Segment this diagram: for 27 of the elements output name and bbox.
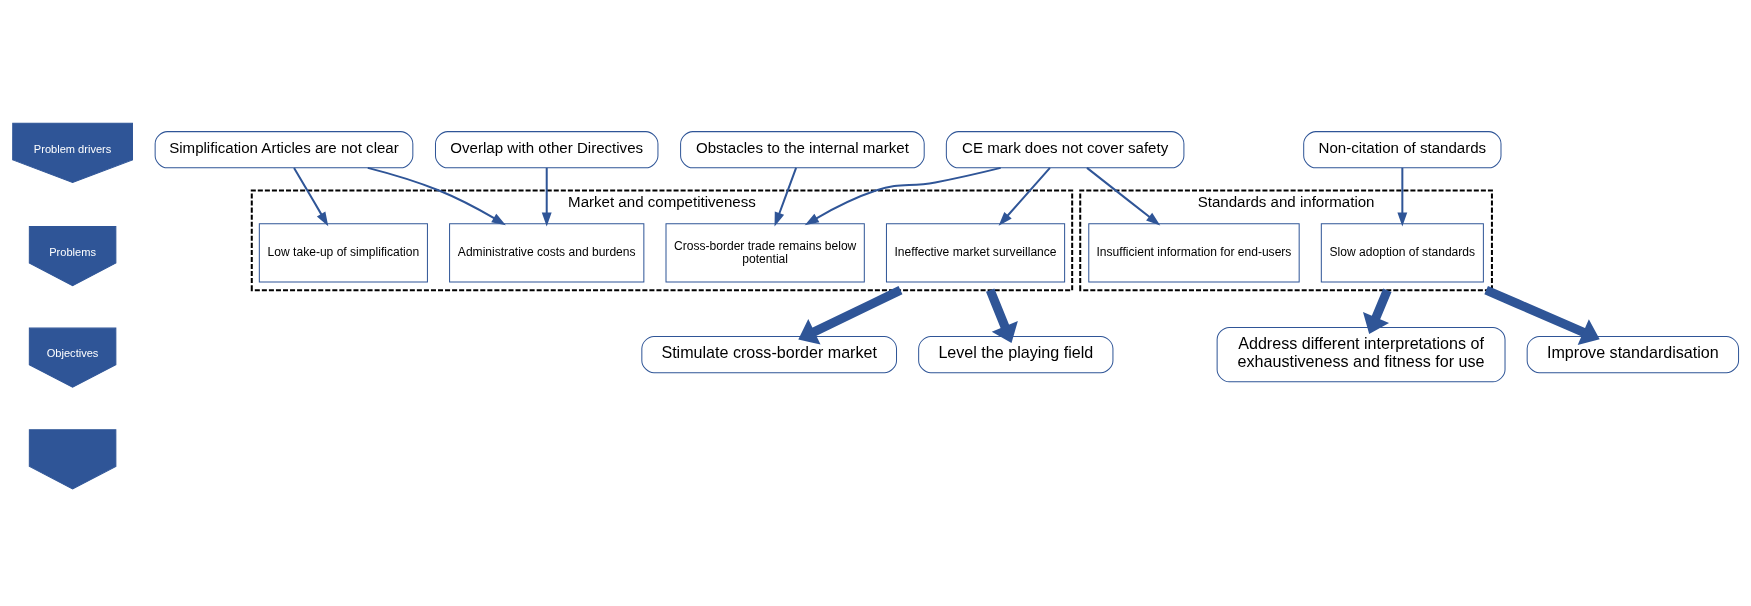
arrow: [798, 286, 903, 345]
arrow: [998, 167, 1051, 226]
node-box: Slow adoption of standards: [1320, 223, 1484, 283]
node-box: Simplification Articles are not clear: [154, 131, 414, 169]
node-box: Improve standardisation: [1526, 335, 1740, 374]
node-box: Cross-border trade remains below potential: [665, 223, 865, 283]
node-box: Obstacles to the internal market: [680, 131, 925, 169]
node-box: Administrative costs and burdens: [449, 223, 645, 283]
arrow: [1086, 167, 1161, 226]
node-box: Low take-up of simplification: [258, 223, 428, 283]
node-box: Non-citation of standards: [1303, 131, 1502, 169]
node-box: Ineffective market surveillance: [885, 223, 1066, 283]
arrow: [804, 166, 1001, 226]
arrow: [985, 288, 1018, 343]
arrow: [1484, 286, 1600, 346]
arrow: [1397, 167, 1408, 227]
node-box: CE mark does not cover safety: [945, 131, 1185, 169]
node-box: Stimulate cross-border market: [641, 335, 898, 374]
arrow: [774, 167, 798, 227]
arrow: [541, 167, 552, 227]
node-box: Level the playing field: [918, 335, 1114, 374]
node-box: Overlap with other Directives: [435, 131, 659, 169]
node-box: Insufficient information for end-users: [1088, 223, 1300, 283]
arrow: [1363, 288, 1392, 335]
node-box: Address different interpretations of exhaustiveness and fitness for use: [1216, 326, 1506, 383]
node-chevron: [28, 429, 117, 490]
arrow: [293, 167, 329, 227]
